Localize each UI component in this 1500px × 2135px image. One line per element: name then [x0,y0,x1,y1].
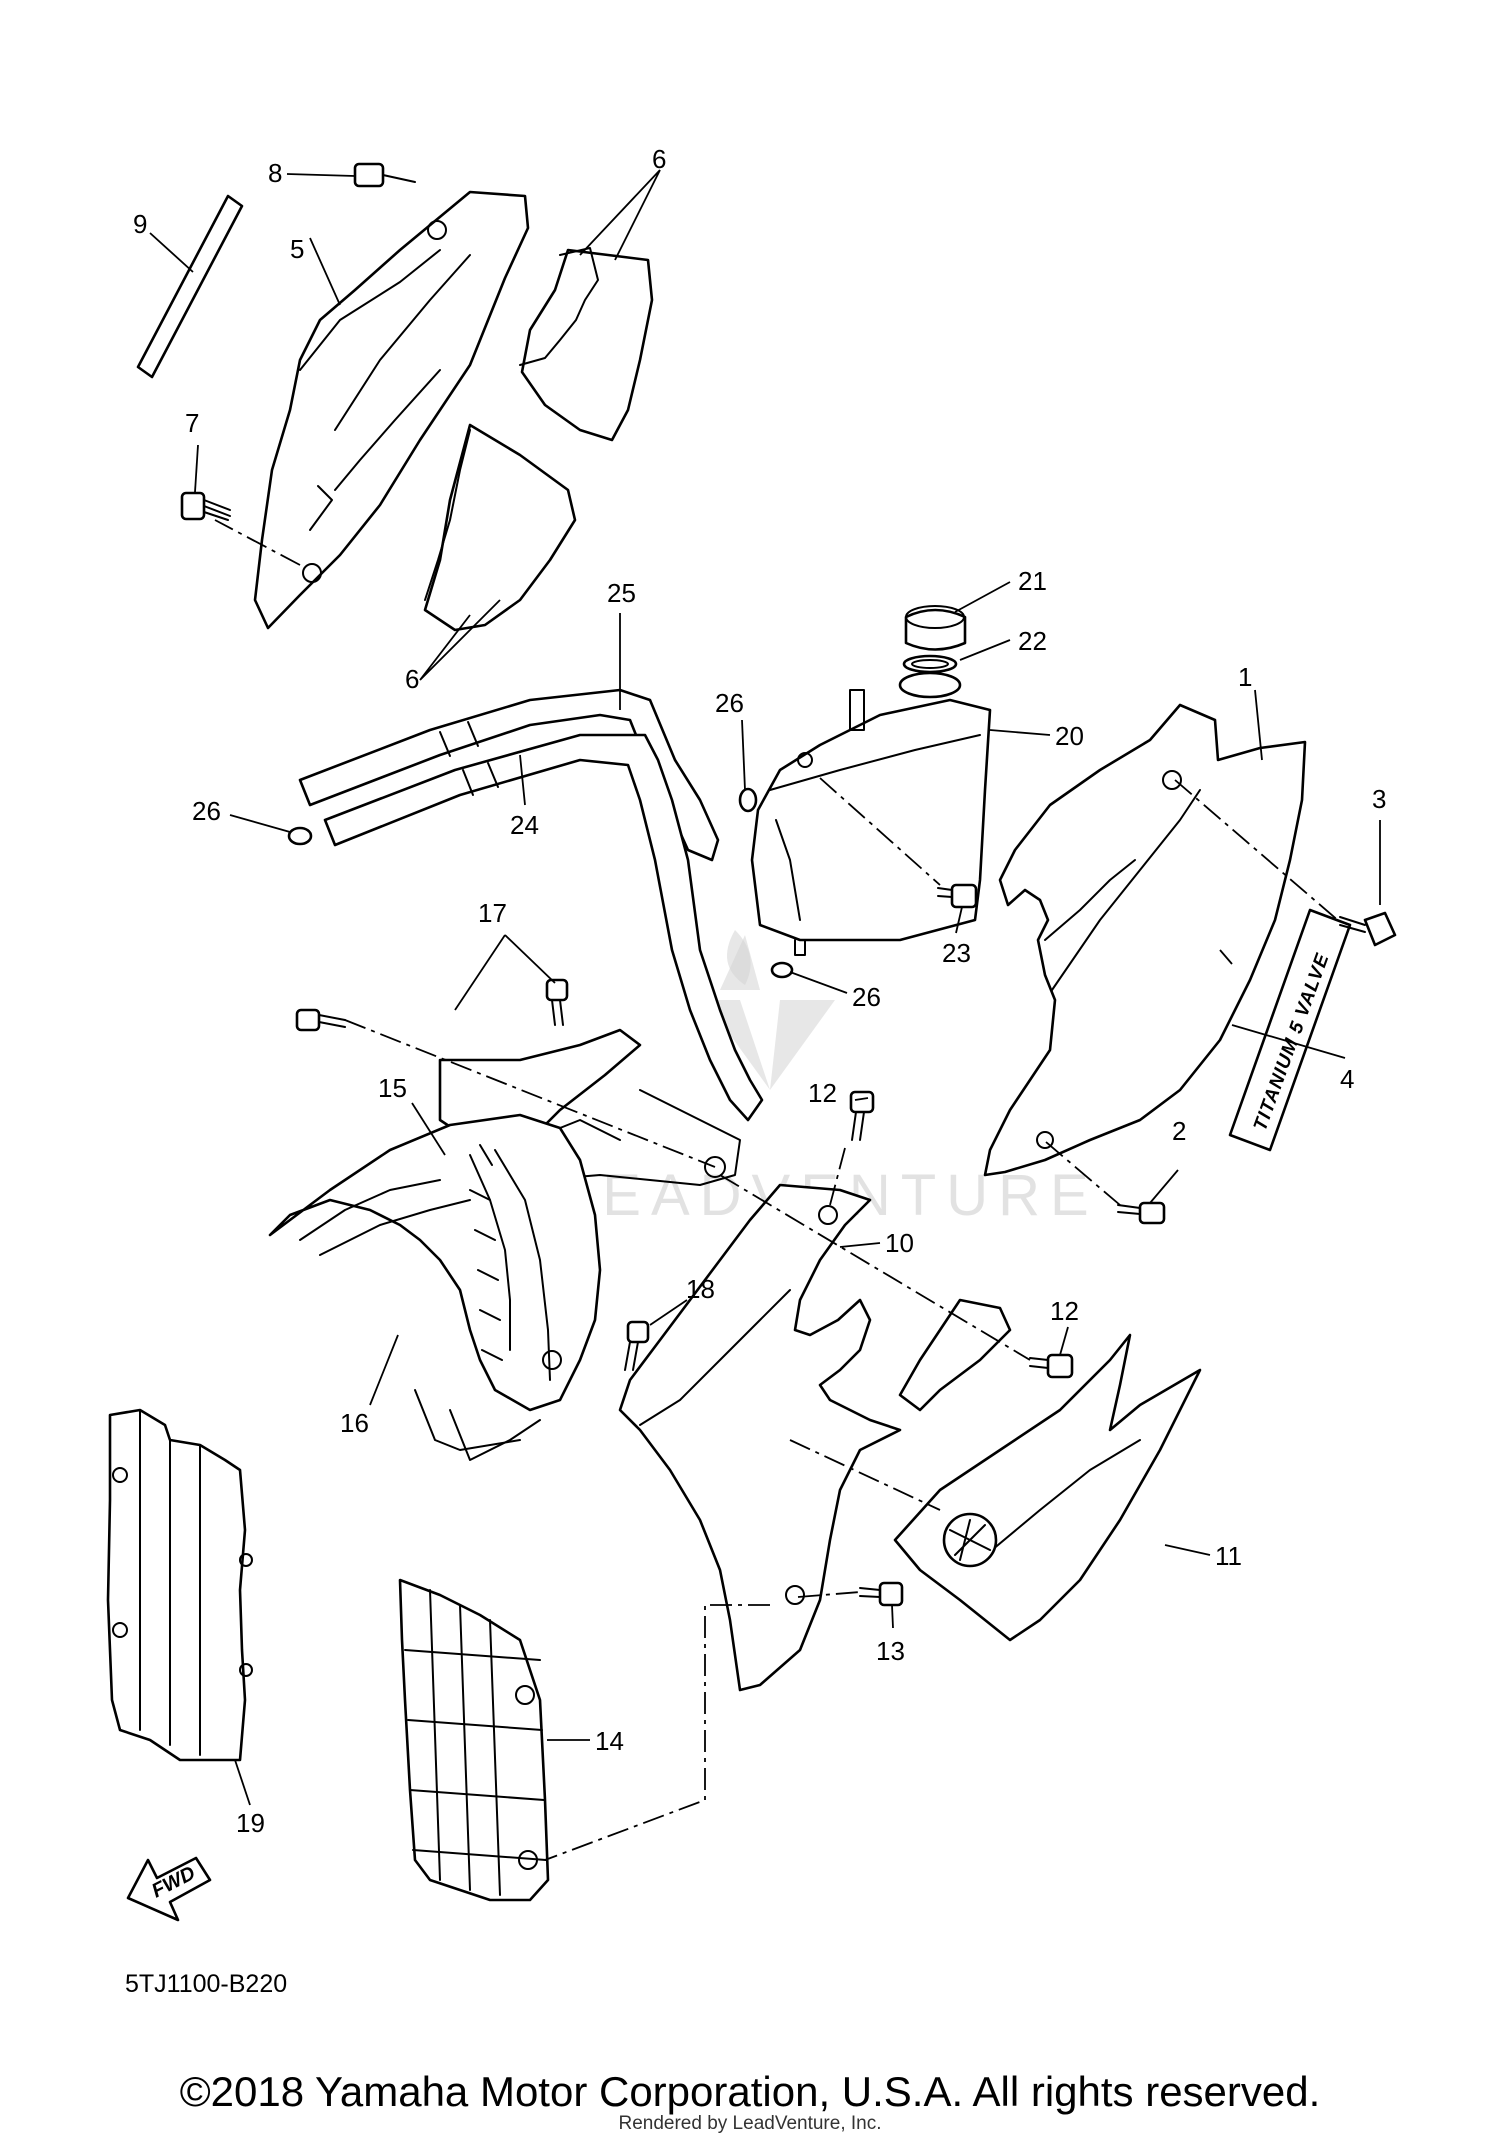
callout-25: 25 [607,578,636,608]
clamp-26c [770,961,794,979]
part-22-o-ring [902,654,958,674]
callout-18: 18 [686,1274,715,1304]
callout-11: 11 [1215,1541,1242,1571]
callout-24: 24 [510,810,539,840]
bolt-12a [849,1090,875,1141]
rendered-by-notice: Rendered by LeadVenture, Inc. [618,2113,882,2134]
callout-12b: 12 [1050,1296,1079,1326]
part-21-cap [904,605,967,651]
fwd-arrow-icon: FWD [126,1856,212,1922]
callout-8: 8 [268,158,282,188]
bolt-17b [545,978,569,1026]
bolt-2 [1117,1201,1166,1225]
callout-22: 22 [1018,626,1047,656]
callout-9: 9 [133,209,147,239]
callout-13: 13 [876,1636,905,1666]
leader-lines [149,169,1381,1806]
part-20-reservoir-tank [750,671,992,956]
part-9-strip [136,194,244,379]
callout-16: 16 [340,1408,369,1438]
callout-19: 19 [236,1808,265,1838]
copyright-notice: ©2018 Yamaha Motor Corporation, U.S.A. A… [179,2068,1321,2115]
part-11-shroud-side [893,1298,1202,1642]
callout-3: 3 [1372,784,1386,814]
callout-26c: 26 [852,982,881,1012]
callout-2: 2 [1172,1116,1186,1146]
callout-1: 1 [1238,662,1252,692]
callout-21: 21 [1018,566,1047,596]
callout-5: 5 [290,234,304,264]
bolt-3 [1339,911,1397,947]
part-25-breather-hose [323,733,764,1122]
bolt-13 [859,1581,904,1607]
part-14-radiator-louver [398,1578,550,1902]
part-5-side-cover [253,190,530,630]
callout-10: 10 [885,1228,914,1258]
callout-6a: 6 [652,144,666,174]
callout-14: 14 [595,1726,624,1756]
clamp-26b [738,787,758,813]
assembly-lines [214,519,1341,1861]
bolt-23 [937,883,978,909]
callout-26a: 26 [192,796,221,826]
callout-12a: 12 [808,1078,837,1108]
part-24-overflow-hose [298,688,720,862]
part-16-shroud [268,1113,726,1461]
callout-6b: 6 [405,664,419,694]
callout-4: 4 [1340,1064,1354,1094]
bolt-17a [295,1008,346,1032]
clamp-26a [287,826,313,846]
part-10-shroud-front [618,1183,902,1692]
part-1-side-cover [983,703,1307,1177]
part-6-plate-upper [519,247,654,442]
callouts: 1 2 3 4 5 6 6 7 8 9 10 11 12 12 13 14 15… [133,144,1386,1838]
part-6-plate-lower [423,423,577,632]
callout-23: 23 [942,938,971,968]
callout-15: 15 [378,1073,407,1103]
bolt-12b [1029,1353,1074,1379]
callout-20: 20 [1055,721,1084,751]
part-19-radiator-guard [106,1408,253,1762]
callout-26b: 26 [715,688,744,718]
bolt-18 [624,1320,650,1371]
bolt-8 [353,162,416,188]
callout-7: 7 [185,408,199,438]
bolt-7 [180,491,231,521]
diagram-code: 5TJ1100-B220 [125,1970,287,1998]
callout-17: 17 [478,898,507,928]
